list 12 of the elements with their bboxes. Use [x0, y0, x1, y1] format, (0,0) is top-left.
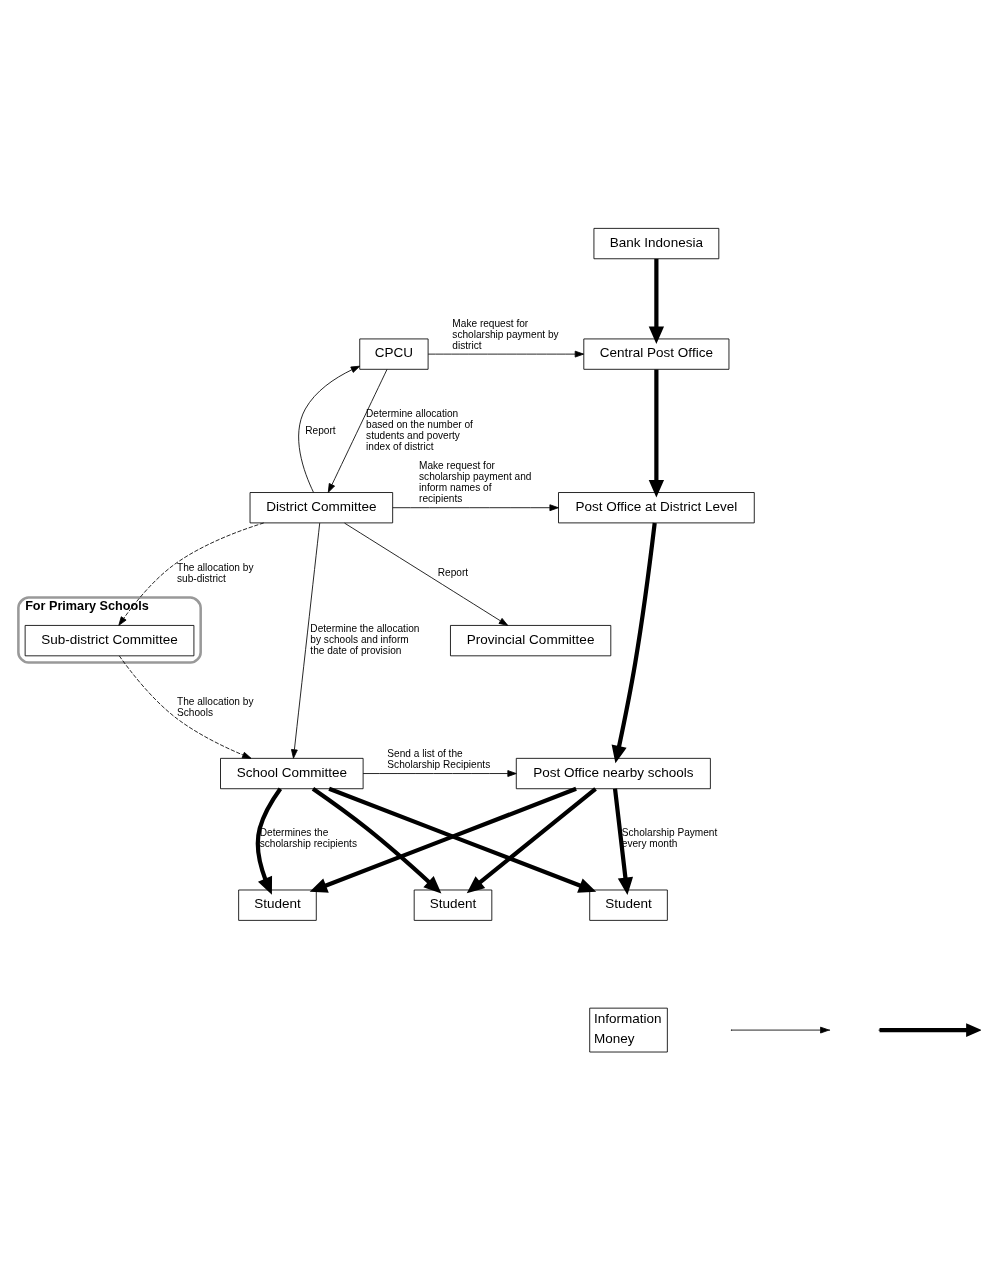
edge-label: Make request for scholarship payment and inform names of recipients: [419, 460, 532, 505]
edge-label: Send a list of the Scholarship Recipients: [387, 748, 491, 771]
legend-label: Money: [593, 1031, 635, 1047]
edge-label: Determine the allocation by schools and inform the date of provision: [310, 623, 420, 657]
edge-label: Determine allocation based on the number of students and poverty index of district: [366, 408, 473, 452]
edge-label: Determines the scholarship recipients: [259, 827, 357, 850]
edge-label: The allocation by sub-district: [177, 561, 254, 584]
edge-label: Report: [437, 567, 469, 579]
legend-label: Information: [593, 1011, 662, 1027]
edge-label: Report: [305, 424, 336, 436]
edge-label: Make request for scholarship payment by district: [452, 317, 559, 351]
edge-label: The allocation by Schools: [177, 695, 254, 718]
